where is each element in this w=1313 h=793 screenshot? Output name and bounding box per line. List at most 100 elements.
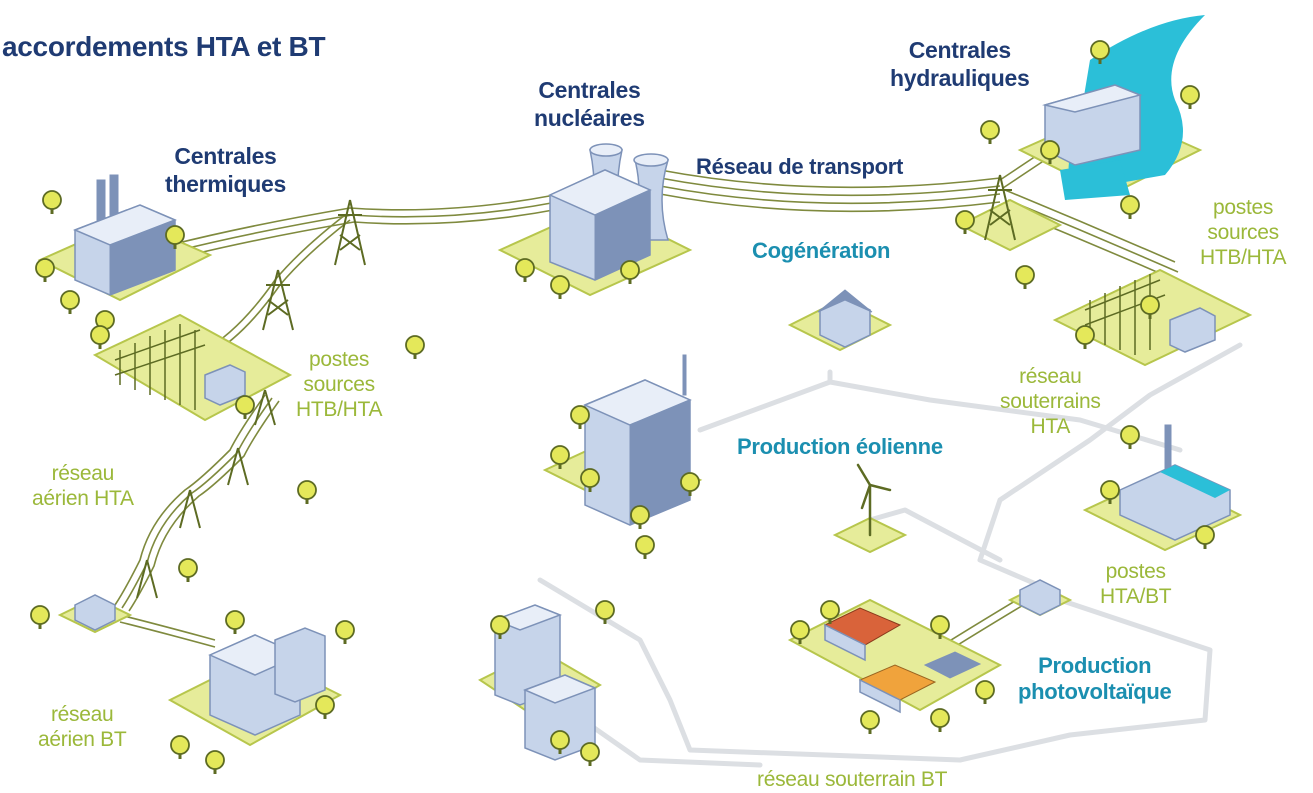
transformer-left bbox=[204, 364, 246, 406]
tree-crown bbox=[550, 445, 570, 465]
tree-crown bbox=[860, 710, 880, 730]
tree-icon bbox=[790, 620, 810, 644]
cable-hta-east bbox=[977, 342, 1243, 593]
pv-panel-house bbox=[923, 651, 982, 679]
thermal-power-plant-icon bbox=[73, 174, 177, 296]
tree-icon bbox=[580, 468, 600, 492]
cable-hta-left bbox=[697, 379, 833, 433]
tree-icon bbox=[595, 600, 615, 624]
tree-crown bbox=[297, 480, 317, 500]
tree-crown bbox=[178, 558, 198, 578]
label-line: HTA bbox=[1030, 415, 1071, 439]
tree-crown bbox=[90, 325, 110, 345]
wire-bt-1 bbox=[119, 614, 216, 641]
wind-turbine-icon bbox=[856, 463, 892, 537]
tree-crown bbox=[42, 190, 62, 210]
res-bldg-2-roof bbox=[522, 674, 598, 704]
tree-crown bbox=[315, 695, 335, 715]
label-cogeneration: Cogénération bbox=[752, 238, 891, 263]
label-reseau-aerien-bt: réseau aérien BT bbox=[38, 702, 127, 752]
hydro-roof bbox=[1042, 84, 1143, 113]
pylon-icon bbox=[136, 559, 158, 599]
page-title: accordements HTA et BT bbox=[2, 31, 326, 62]
transformer-right bbox=[1169, 307, 1216, 353]
label-production-photovoltaique: Production photovoltaïque bbox=[1018, 653, 1172, 706]
overhead-lines bbox=[114, 139, 1181, 657]
tree-icon bbox=[620, 260, 640, 284]
tree-crown bbox=[1040, 140, 1060, 160]
pylons bbox=[136, 174, 1016, 599]
label-postes-sources-right: postes sources HTB/HTA bbox=[1200, 195, 1286, 271]
tree-icon bbox=[60, 290, 80, 314]
tree-icon bbox=[1180, 85, 1200, 109]
label-line: réseau bbox=[51, 462, 115, 485]
tree-crown bbox=[60, 290, 80, 310]
tree-icon bbox=[550, 445, 570, 469]
tree-crown bbox=[975, 680, 995, 700]
pylon-icon bbox=[179, 489, 201, 529]
industry-building bbox=[1119, 424, 1231, 541]
tree-icon bbox=[550, 275, 570, 299]
pad-source-right bbox=[1052, 268, 1253, 367]
substation-left-racks bbox=[114, 324, 206, 410]
cooling-tower-2-top bbox=[633, 153, 669, 167]
tree-icon bbox=[860, 710, 880, 734]
reactor-side bbox=[594, 189, 651, 281]
cogen-roof bbox=[817, 289, 873, 313]
tree-crown bbox=[515, 258, 535, 278]
tree-crown bbox=[680, 472, 700, 492]
wire-source-r-1 bbox=[1004, 189, 1176, 263]
cable-bt-main bbox=[537, 577, 963, 763]
label-line: HTB/HTA bbox=[1200, 246, 1287, 270]
industry-roof bbox=[1160, 465, 1230, 498]
tree-icon bbox=[1100, 480, 1120, 504]
wire-transport-7 bbox=[659, 193, 1001, 213]
tree-crown bbox=[570, 405, 590, 425]
tree-crown bbox=[1100, 480, 1120, 500]
tree-icon bbox=[930, 615, 950, 639]
label-line: postes bbox=[1105, 560, 1166, 583]
label-centrales-nucleaires: Centrales nucléaires bbox=[534, 77, 645, 132]
tree-crown bbox=[1195, 525, 1215, 545]
house-orange-wall bbox=[859, 678, 901, 714]
residential-buildings bbox=[492, 604, 598, 761]
cooling-tower-1-top bbox=[589, 143, 623, 157]
tree-icon bbox=[980, 120, 1000, 144]
pylon-icon bbox=[984, 174, 1016, 241]
label-line: Centrales bbox=[538, 77, 641, 103]
tree-icon bbox=[490, 615, 510, 639]
label-line: aérien HTA bbox=[32, 487, 134, 511]
pylon-icon bbox=[254, 389, 276, 426]
tree-crown bbox=[955, 210, 975, 230]
pylon-icon bbox=[262, 269, 294, 331]
cable-hta-main bbox=[827, 369, 1183, 453]
tree-crown bbox=[1120, 195, 1140, 215]
wire-transport-5 bbox=[659, 177, 1001, 197]
tree-icon bbox=[1120, 425, 1140, 449]
industry-chimney bbox=[1164, 424, 1172, 471]
tree-icon bbox=[1195, 525, 1215, 549]
label-reseau-aerien-hta: réseau aérien HTA bbox=[32, 461, 134, 511]
wire-hta-2 bbox=[121, 397, 273, 609]
tree-icon bbox=[630, 505, 650, 529]
wire-transport-4 bbox=[659, 169, 1001, 189]
tree-crown bbox=[205, 750, 225, 770]
label-line: thermiques bbox=[165, 170, 286, 197]
tree-crown bbox=[1075, 325, 1095, 345]
cable-wind bbox=[867, 507, 1003, 563]
label-reseau-souterrains-hta: réseau souterrains HTA bbox=[1000, 364, 1101, 440]
bt-bldg-2 bbox=[274, 627, 326, 703]
label-line: sources bbox=[1207, 221, 1279, 245]
tree-icon bbox=[820, 600, 840, 624]
tree-crown bbox=[630, 505, 650, 525]
tree-crown bbox=[490, 615, 510, 635]
label-line: aérien BT bbox=[38, 728, 127, 752]
office-tower bbox=[583, 354, 692, 526]
tree-icon bbox=[1015, 265, 1035, 289]
tree-crown bbox=[620, 260, 640, 280]
trees bbox=[30, 40, 1215, 774]
label-line: Production bbox=[1038, 653, 1152, 678]
tree-icon bbox=[930, 708, 950, 732]
tree-crown bbox=[1015, 265, 1035, 285]
cogeneration-house-icon bbox=[817, 289, 873, 348]
